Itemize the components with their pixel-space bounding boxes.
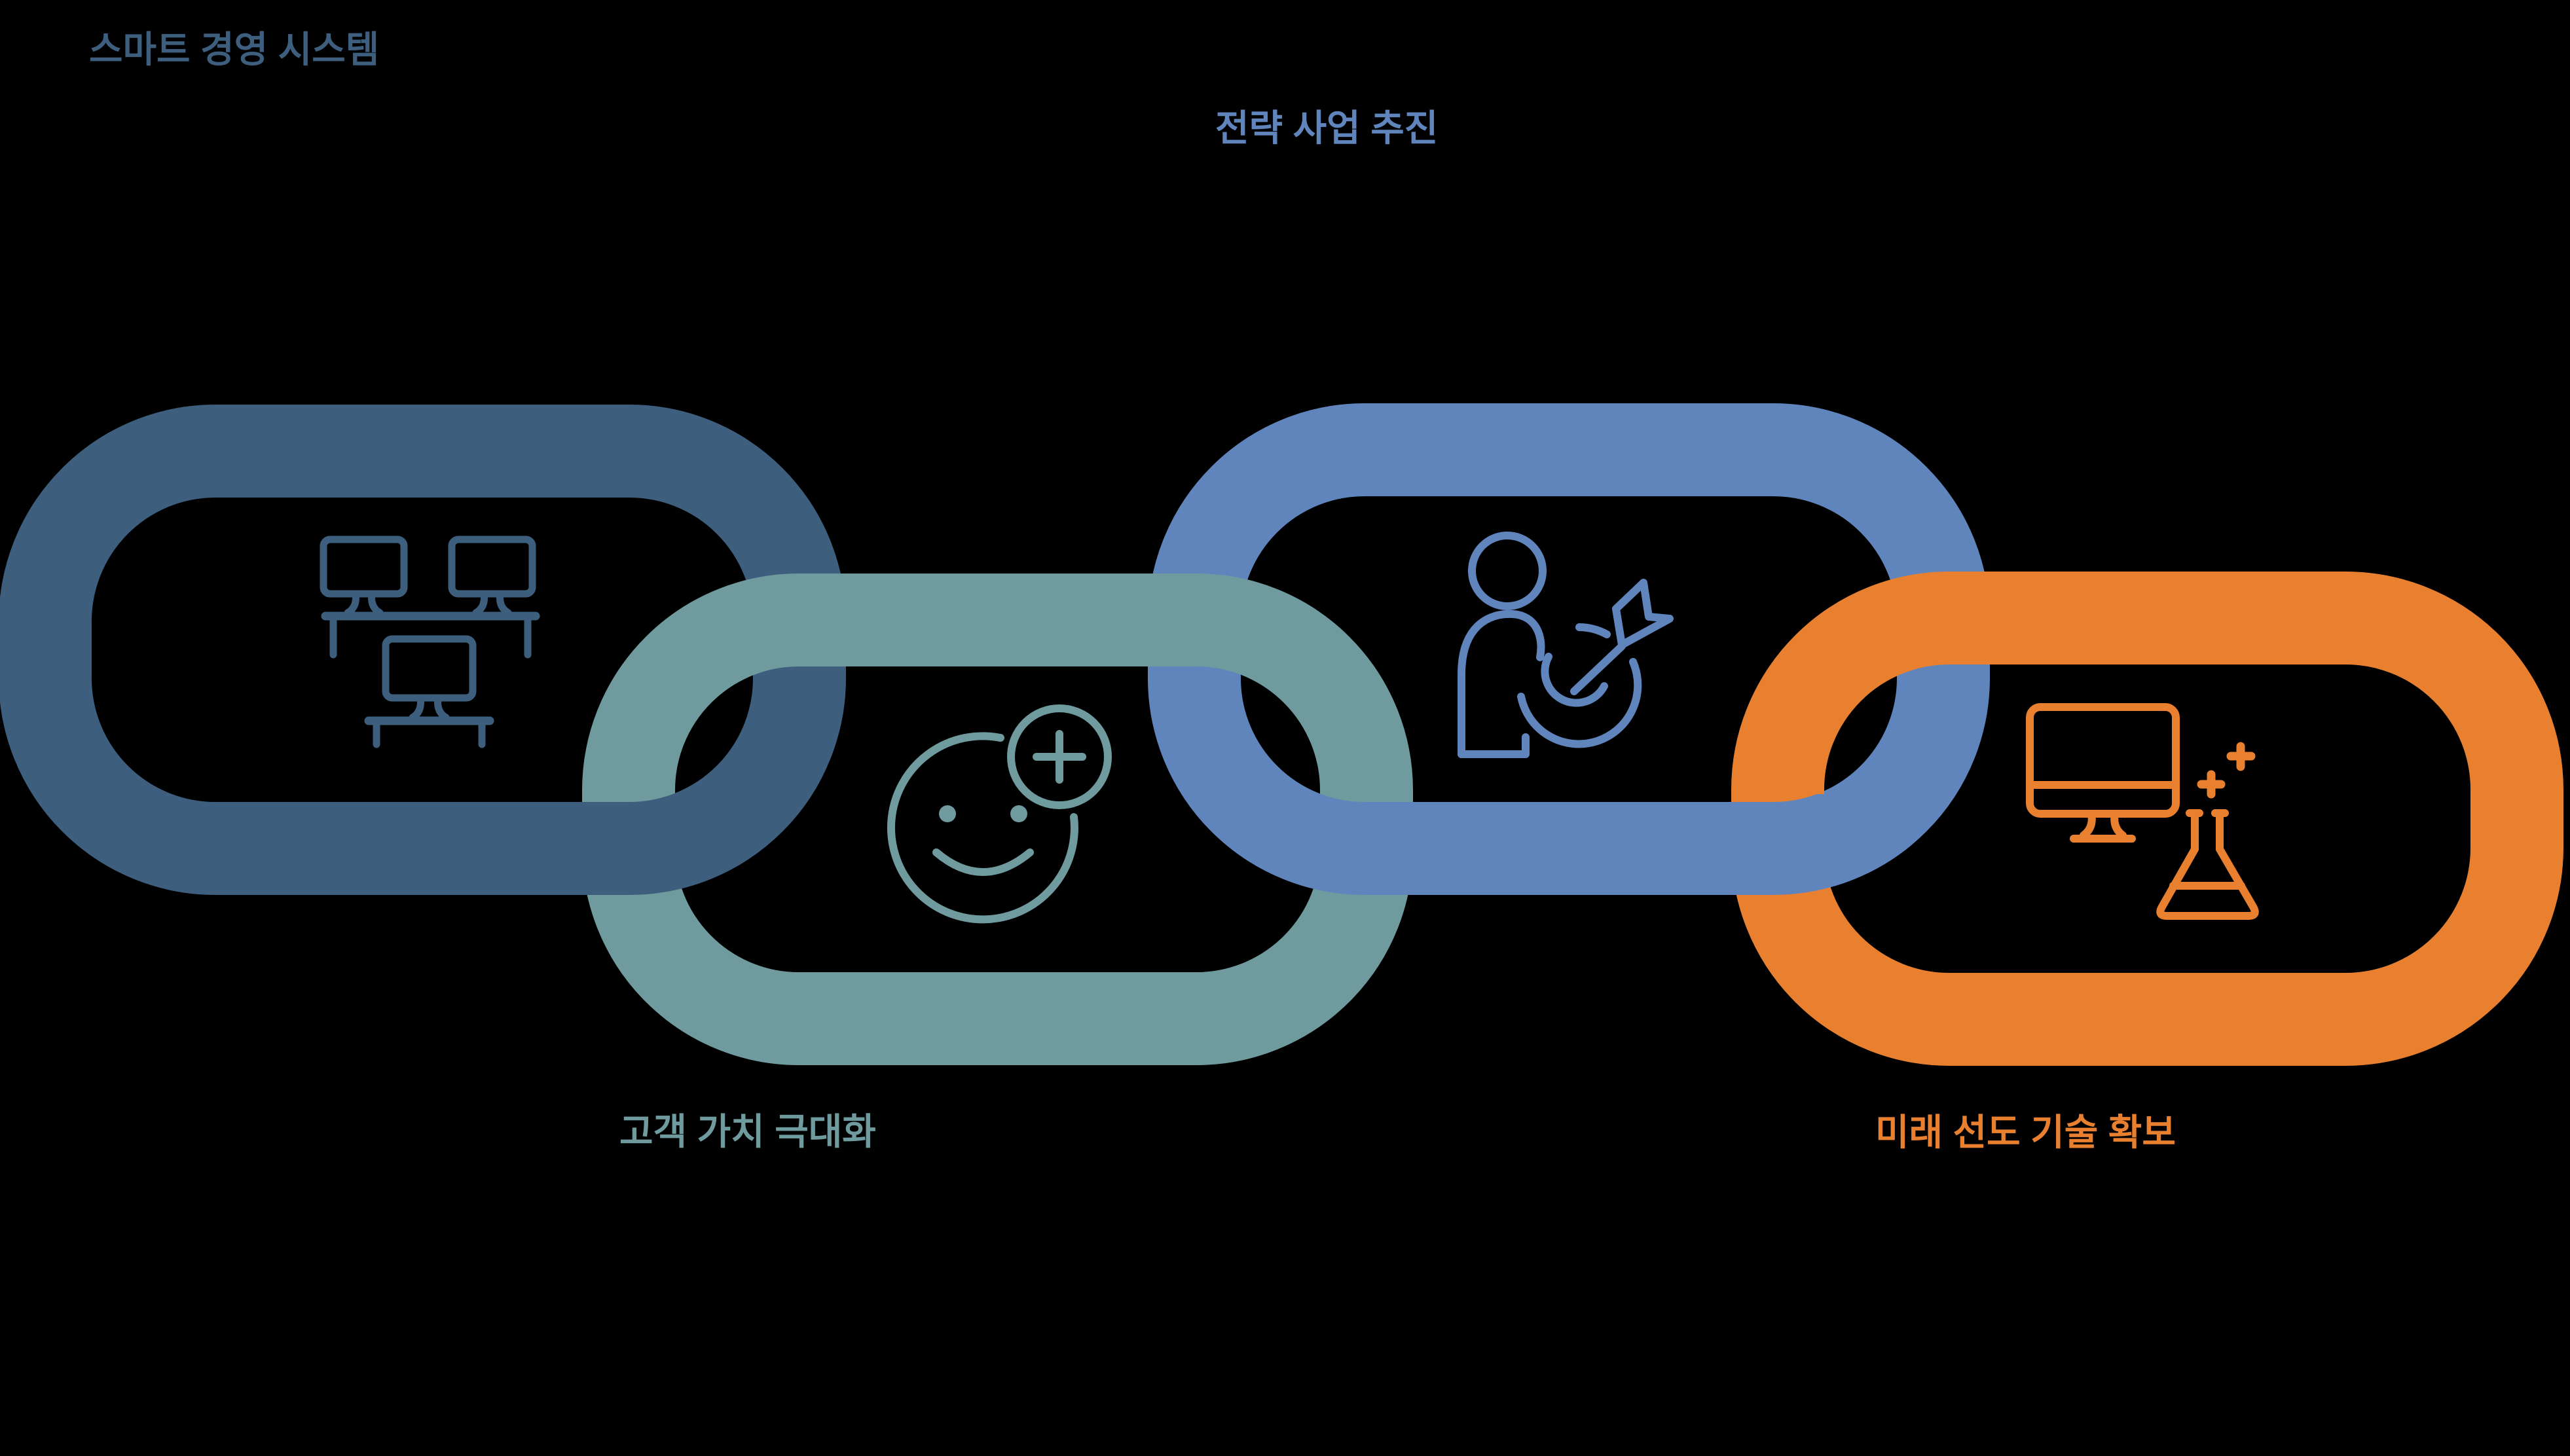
label-customer-value: 고객 가치 극대화 [619, 1111, 876, 1152]
label-future-tech: 미래 선도 기술 확보 [1875, 1112, 2176, 1153]
smiley-right-eye [1010, 805, 1027, 822]
diagram-title: 스마트 경영 시스템 [89, 29, 379, 70]
smiley-plus-icon [887, 704, 1112, 924]
person-target-icon [1458, 532, 1674, 758]
label-strategic-business: 전략 사업 추진 [1215, 107, 1438, 149]
smiley-left-eye [939, 805, 956, 822]
monitor-flask-icon [2026, 703, 2259, 920]
workstations-icon [320, 536, 540, 748]
